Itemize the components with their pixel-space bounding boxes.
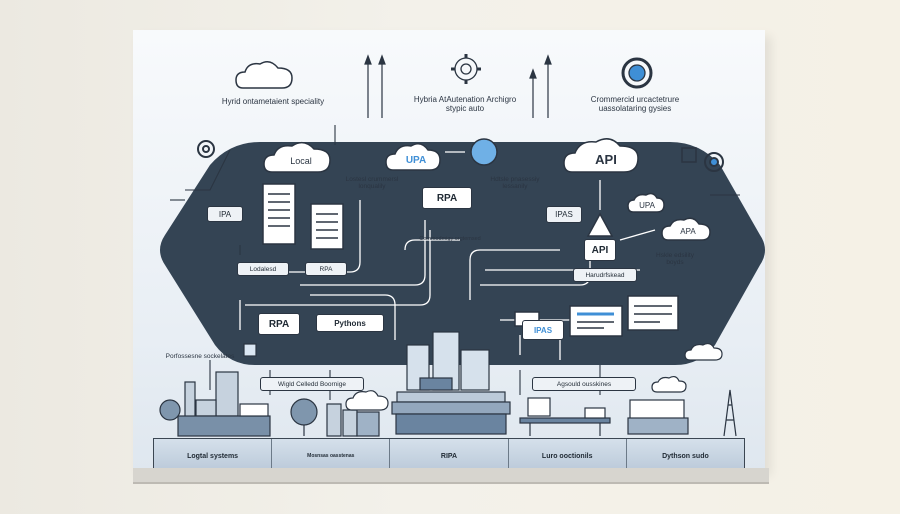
cloud-label-upa: UPA [405,155,427,166]
factory [177,371,271,437]
center-note: Hdtsle pnasessiy lessanily [490,176,540,191]
cloud-label-upa-small: UPA [639,201,655,210]
top-arrows [364,54,552,118]
left-note: Lostesl crummersl lonqualily [345,176,399,191]
gear-icon [451,54,481,84]
ipas-box: IPAS [522,320,564,340]
shelf [133,468,769,484]
table-cell: Logtal systems [154,439,273,473]
cloud-small [627,192,665,213]
cloud-local [263,141,331,173]
caption-center: Hybria AtAutenation Archigro stypic auto [413,95,517,113]
square-icon [681,147,697,163]
small-box-icon [243,343,257,357]
cloud-label-local: Local [290,156,312,166]
right-note: Hskle edsility boyds [656,252,694,267]
document-icon [310,203,344,250]
gear-icon [621,57,653,89]
ipas-node: IPAS [546,206,582,223]
city-skyline [406,331,490,391]
right-buildings [627,389,737,437]
outer-lines [170,125,740,400]
office-buildings [326,403,380,437]
cloud-label-apa: APA [680,227,696,236]
caption-right: Crommercid urcactetrure uassolataring gy… [590,95,680,113]
desk [519,397,611,436]
python-box: Pythons [316,314,384,332]
table-cell: Dythson sudo [626,439,745,473]
ipa-node: IPA [207,206,243,222]
document-icon [262,183,296,245]
cloud-upa [385,143,441,171]
left-tag: Lodalesd [237,262,289,276]
right-tag: Harudrfskead [573,268,637,282]
rpa-tag: RPA [305,262,347,276]
cloud-apa [661,217,711,241]
cloud-api [563,138,639,173]
table-cell: Mosnsas oasstenas [272,439,391,473]
api-box: API [584,239,616,261]
bottom-tag-right: Agsould ousskines [532,377,636,391]
target-icon [704,152,724,172]
rpa-left-box: RPA [258,313,300,335]
caption-left: Hyrid ontametaient speciality [221,97,325,106]
gear-icon [197,140,215,158]
bottom-tag-left: Wigld Celledd Boornige [260,377,364,391]
small-cloud-icon [345,342,723,411]
rpa-center-box: RPA [422,187,472,209]
server-platform [391,391,511,435]
triangle-icon [586,212,614,237]
side-note: Porfossesne sockelates [165,353,235,360]
tree-icon [159,398,318,436]
center-small-caption: Commodmigy orgtemsed [419,236,481,242]
cloud-label-api: API [595,152,617,167]
cloud-icon [235,61,293,89]
table-cell: RIPA [390,439,509,473]
table-cell: Luro ooctionils [508,439,627,473]
sun-icon [470,138,498,166]
